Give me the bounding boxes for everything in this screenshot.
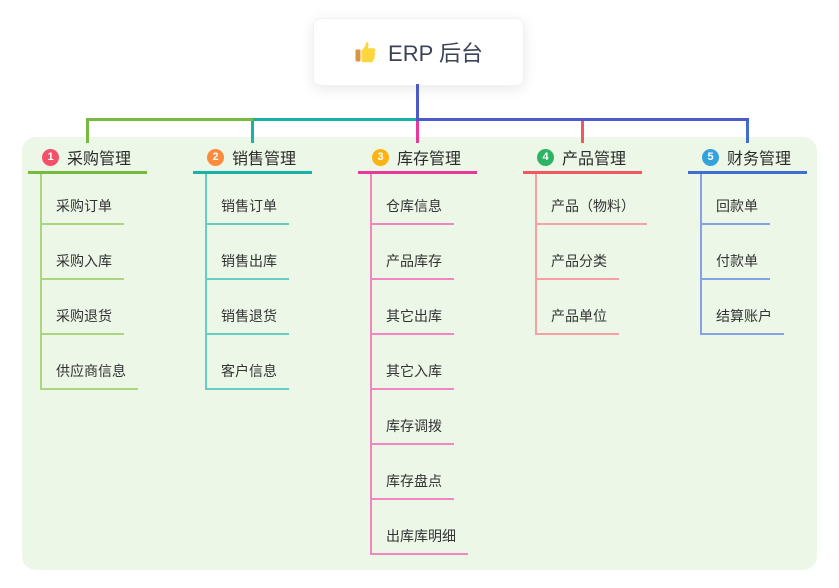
child-node-row: 采购入库 <box>42 225 147 280</box>
child-node-row: 产品单位 <box>537 280 642 335</box>
content-panel <box>22 137 817 570</box>
child-node-row: 采购退货 <box>42 280 147 335</box>
branch-drop-line-3 <box>416 121 419 143</box>
child-node[interactable]: 产品库存 <box>372 251 454 280</box>
child-node[interactable]: 回款单 <box>702 196 770 225</box>
branch-title-5[interactable]: 5 财务管理 <box>688 143 807 174</box>
branch-drop-line-4 <box>581 121 584 143</box>
child-node[interactable]: 采购订单 <box>42 196 124 225</box>
branch-2: 2 销售管理销售订单销售出库销售退货客户信息 <box>193 143 312 390</box>
branch-1: 1 采购管理采购订单采购入库采购退货供应商信息 <box>28 143 147 390</box>
rail-segment-middle <box>253 118 417 121</box>
child-node-row: 产品分类 <box>537 225 642 280</box>
branch-number-badge: 2 <box>207 148 224 166</box>
child-node[interactable]: 仓库信息 <box>372 196 454 225</box>
branch-title-label: 财务管理 <box>727 151 792 168</box>
thumbs-up-icon <box>355 42 376 63</box>
child-node-row: 采购订单 <box>42 174 147 225</box>
branch-drop-line-1 <box>86 121 89 143</box>
branch-number-badge: 4 <box>537 148 554 166</box>
branch-children: 回款单付款单结算账户 <box>700 174 807 335</box>
child-node[interactable]: 产品（物料） <box>537 196 647 225</box>
child-node[interactable]: 其它入库 <box>372 361 454 390</box>
child-node-row: 销售退货 <box>207 280 312 335</box>
child-node-row: 库存盘点 <box>372 445 477 500</box>
branch-title-1[interactable]: 1 采购管理 <box>28 143 147 174</box>
child-node[interactable]: 客户信息 <box>207 361 289 390</box>
child-node[interactable]: 销售订单 <box>207 196 289 225</box>
child-node[interactable]: 库存盘点 <box>372 471 454 500</box>
child-node-row: 其它入库 <box>372 335 477 390</box>
branch-title-label: 产品管理 <box>562 151 627 168</box>
branch-children: 销售订单销售出库销售退货客户信息 <box>205 174 312 390</box>
root-label: ERP 后台 <box>388 41 483 66</box>
branch-drop-line-5 <box>746 121 749 143</box>
child-node[interactable]: 供应商信息 <box>42 361 138 390</box>
child-node-row: 其它出库 <box>372 280 477 335</box>
child-node[interactable]: 销售出库 <box>207 251 289 280</box>
child-node[interactable]: 其它出库 <box>372 306 454 335</box>
child-node[interactable]: 产品分类 <box>537 251 619 280</box>
child-node[interactable]: 采购入库 <box>42 251 124 280</box>
child-node-row: 结算账户 <box>702 280 807 335</box>
child-node[interactable]: 付款单 <box>702 251 770 280</box>
branch-title-label: 采购管理 <box>67 151 132 168</box>
child-node-row: 产品库存 <box>372 225 477 280</box>
child-node-row: 客户信息 <box>207 335 312 390</box>
child-node[interactable]: 产品单位 <box>537 306 619 335</box>
root-node[interactable]: ERP 后台 <box>313 18 524 86</box>
child-node-row: 回款单 <box>702 174 807 225</box>
branch-number-badge: 3 <box>372 148 389 166</box>
branch-title-2[interactable]: 2 销售管理 <box>193 143 312 174</box>
child-node[interactable]: 销售退货 <box>207 306 289 335</box>
branch-title-label: 销售管理 <box>232 151 297 168</box>
child-node[interactable]: 结算账户 <box>702 306 784 335</box>
branch-3: 3 库存管理仓库信息产品库存其它出库其它入库库存调拨库存盘点出库库明细 <box>358 143 477 555</box>
root-connector-line <box>416 84 419 121</box>
child-node-row: 付款单 <box>702 225 807 280</box>
branch-5: 5 财务管理回款单付款单结算账户 <box>688 143 807 335</box>
branch-title-3[interactable]: 3 库存管理 <box>358 143 477 174</box>
branch-number-badge: 1 <box>42 148 59 166</box>
child-node-row: 库存调拨 <box>372 390 477 445</box>
child-node[interactable]: 出库库明细 <box>372 526 468 555</box>
rail-segment-right <box>416 118 749 121</box>
child-node-row: 销售订单 <box>207 174 312 225</box>
branch-drop-line-2 <box>251 121 254 143</box>
child-node-row: 仓库信息 <box>372 174 477 225</box>
branch-number-badge: 5 <box>702 148 719 166</box>
child-node-row: 出库库明细 <box>372 500 477 555</box>
branch-children: 采购订单采购入库采购退货供应商信息 <box>40 174 147 390</box>
rail-segment-left <box>86 118 253 121</box>
branch-title-label: 库存管理 <box>397 151 462 168</box>
child-node[interactable]: 库存调拨 <box>372 416 454 445</box>
branch-title-4[interactable]: 4 产品管理 <box>523 143 642 174</box>
child-node[interactable]: 采购退货 <box>42 306 124 335</box>
child-node-row: 销售出库 <box>207 225 312 280</box>
branch-children: 产品（物料） 产品分类产品单位 <box>535 174 647 335</box>
branch-children: 仓库信息产品库存其它出库其它入库库存调拨库存盘点出库库明细 <box>370 174 477 555</box>
child-node-row: 供应商信息 <box>42 335 147 390</box>
branch-4: 4 产品管理产品（物料） 产品分类产品单位 <box>523 143 647 335</box>
child-node-row: 产品（物料） <box>537 174 647 225</box>
